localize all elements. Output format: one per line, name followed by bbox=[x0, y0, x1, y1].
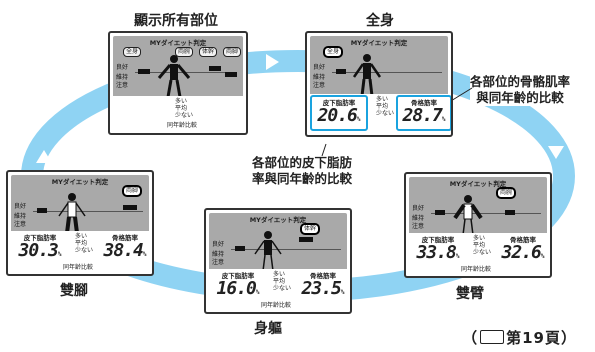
label-all-parts: 顯示所有部位 bbox=[134, 13, 218, 29]
mode-trunk: 体幹 bbox=[199, 47, 218, 57]
cycle-arrow-bottom-left bbox=[175, 250, 188, 266]
skeletal-muscle-block: 骨格筋率 28.7% bbox=[396, 95, 451, 131]
mode-whole-body: 全身 bbox=[123, 47, 142, 57]
cycle-arrow-bottom-right bbox=[368, 246, 381, 262]
label-whole-body: 全身 bbox=[366, 13, 394, 29]
label-legs: 雙腳 bbox=[60, 283, 88, 299]
mode-arms: 両腕 bbox=[497, 188, 516, 198]
screen-whole-body: MYダイエット判定 全身 良好 維持 注意 皮下脂肪率 20.6% 多い 平均 … bbox=[305, 31, 453, 137]
subcut-fat-block: 皮下脂肪率 33.8% bbox=[416, 236, 460, 263]
note-subcutaneous: 各部位的皮下脂肪 率與同年齡的比較 bbox=[252, 155, 353, 187]
subcut-fat-block: 皮下脂肪率 30.3% bbox=[18, 234, 62, 261]
body-figure-icon bbox=[58, 193, 86, 234]
skeletal-muscle-block: 骨格筋率 23.5% bbox=[301, 272, 345, 299]
cycle-arrow-right bbox=[548, 146, 564, 159]
mode-trunk: 体幹 bbox=[301, 224, 320, 234]
skeletal-muscle-block: 骨格筋率 32.6% bbox=[501, 236, 545, 263]
mode-whole-body: 全身 bbox=[324, 47, 343, 57]
mode-legs: 両脚 bbox=[223, 47, 242, 57]
screen-arms: MYダイエット判定 両腕 良好 維持 注意 皮下脂肪率 33.8% 多い 平均 … bbox=[404, 172, 552, 278]
page-reference: （第19頁） bbox=[462, 329, 577, 347]
body-figure-icon bbox=[157, 55, 191, 98]
screen-trunk: MYダイエット判定 体幹 良好 維持 注意 皮下脂肪率 16.0% 多い 平均 … bbox=[204, 208, 352, 314]
skeletal-muscle-block: 骨格筋率 38.4% bbox=[103, 234, 147, 261]
body-figure-icon bbox=[352, 54, 382, 97]
screen-legs: MYダイエット判定 両脚 良好 維持 注意 皮下脂肪率 30.3% 多い 平均 … bbox=[6, 170, 154, 276]
body-figure-icon bbox=[453, 195, 483, 236]
mode-legs: 両脚 bbox=[123, 186, 142, 196]
cycle-arrow-top bbox=[266, 54, 279, 70]
screen-all-parts: MYダイエット判定 全身 両腕 体幹 両脚 良好 維持 注意 多い 平均 少ない… bbox=[108, 31, 248, 135]
subcut-fat-block: 皮下脂肪率 16.0% bbox=[216, 272, 260, 299]
scale-labels: 多い 平均 少ない bbox=[175, 98, 194, 119]
cycle-arrow-left bbox=[36, 150, 52, 163]
note-skeletal: 各部位的骨骼肌率 與同年齡的比較 bbox=[470, 74, 571, 106]
body-figure-icon bbox=[254, 231, 282, 272]
label-arms: 雙臂 bbox=[456, 286, 484, 302]
subcut-fat-block: 皮下脂肪率 20.6% bbox=[310, 95, 368, 131]
mode-arms: 両腕 bbox=[175, 47, 194, 57]
label-trunk: 身軀 bbox=[254, 321, 282, 337]
hand-pointer-icon bbox=[480, 330, 505, 344]
